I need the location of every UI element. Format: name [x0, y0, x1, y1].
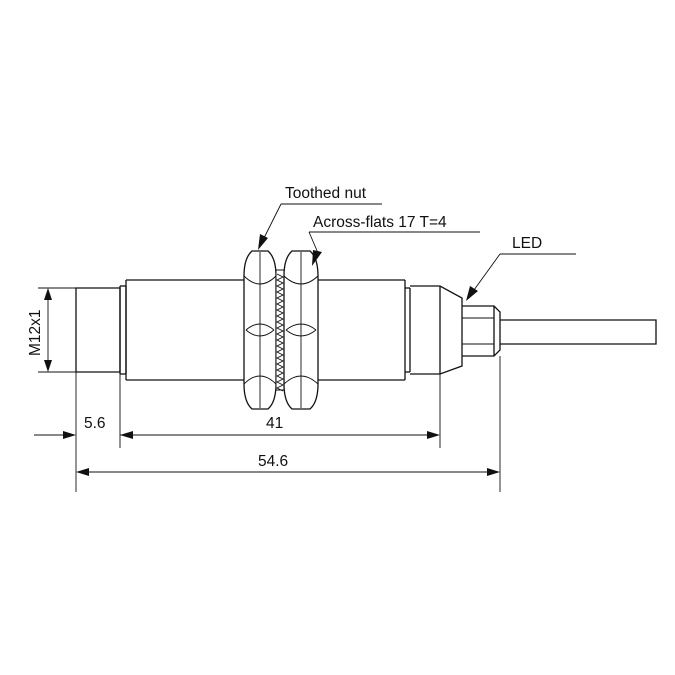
- dimension-thread: [38, 287, 76, 373]
- hex-nut-right: [283, 250, 319, 410]
- label-thread-size: M12x1: [27, 309, 44, 356]
- dimension-54-6: [76, 468, 500, 476]
- label-across-flats: Across-flats 17 T=4: [313, 214, 447, 231]
- sensor-body: [75, 279, 463, 381]
- dim-value-5-6: 5.6: [84, 415, 106, 432]
- dim-value-41: 41: [266, 415, 283, 432]
- toothed-nut-left: [243, 250, 277, 410]
- leader-led: [466, 253, 576, 301]
- label-toothed-nut: Toothed nut: [285, 185, 367, 202]
- leader-toothed-nut: [258, 203, 382, 250]
- leader-across-flats: [308, 231, 480, 266]
- dim-value-54-6: 54.6: [258, 453, 288, 470]
- cable: [462, 305, 657, 357]
- dimension-5-6: [34, 431, 132, 439]
- label-led: LED: [512, 235, 542, 252]
- dimension-41: [120, 431, 440, 439]
- toothed-washer: [275, 269, 285, 392]
